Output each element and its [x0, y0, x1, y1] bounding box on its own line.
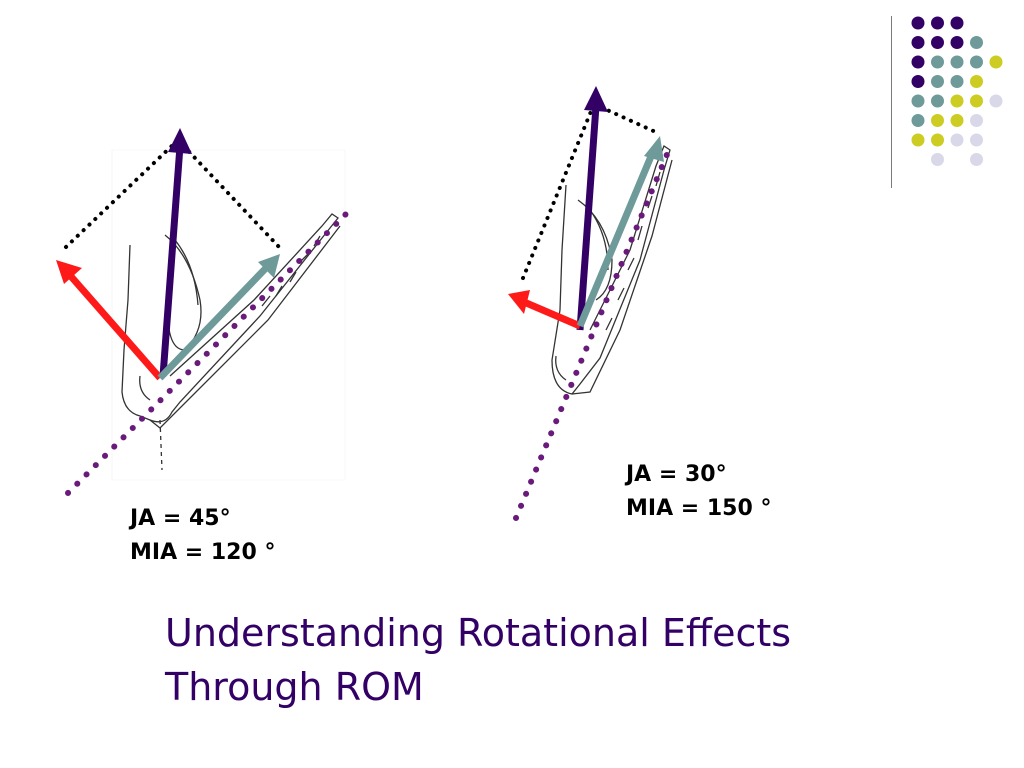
decoration-dot	[931, 94, 944, 108]
decoration-dot	[911, 94, 925, 108]
decoration-dot	[970, 133, 983, 147]
parallel-component-arrow	[644, 136, 664, 162]
construction-line-top-right	[176, 138, 282, 250]
decoration-dot	[970, 55, 983, 69]
decoration-dot	[931, 75, 944, 88]
rotary-component-arrow	[508, 290, 530, 314]
decoration-dot	[970, 114, 983, 127]
decoration-dot	[989, 94, 1003, 108]
arm-sketch-icon	[551, 145, 673, 395]
decoration-dot	[911, 75, 925, 88]
decoration-dot	[950, 133, 964, 147]
decoration-dot	[931, 153, 944, 166]
bone-axis-dotted-line	[513, 149, 671, 521]
decoration-dot	[950, 75, 964, 88]
diagram-left-labels: JA = 45° MIA = 120 °	[130, 502, 275, 570]
rotary-component-arrow	[56, 260, 82, 284]
decoration-dot	[970, 153, 983, 166]
decoration-dot	[931, 16, 944, 30]
decoration-dot	[950, 36, 964, 49]
title-line-2: Through ROM	[165, 665, 424, 709]
decoration-dot	[950, 55, 964, 69]
page-title: Understanding Rotational Effects Through…	[165, 606, 791, 714]
mia-label-left: MIA = 120 °	[130, 540, 276, 565]
decoration-dot	[911, 36, 925, 49]
decoration-dot	[950, 16, 964, 30]
decoration-dot	[911, 16, 925, 30]
decoration-dot	[989, 55, 1003, 69]
decoration-divider	[891, 16, 892, 188]
diagram-right-labels: JA = 30° MIA = 150 °	[626, 458, 771, 526]
decoration-dot	[911, 133, 925, 147]
title-line-1: Understanding Rotational Effects	[165, 611, 792, 655]
decoration-dot	[931, 36, 944, 49]
decoration-dot	[911, 55, 925, 69]
decoration-dot	[931, 133, 944, 147]
decoration-dot	[970, 94, 983, 108]
ja-label-right: JA = 30°	[626, 462, 727, 487]
construction-line-top-left	[64, 138, 180, 249]
decoration-dot	[950, 94, 964, 108]
decoration-dot	[911, 114, 925, 127]
decoration-dot	[970, 36, 983, 49]
bone-axis-dotted-line	[65, 209, 351, 496]
decoration-dot	[970, 75, 983, 88]
muscle-force-arrow	[584, 86, 608, 112]
decoration-dot	[931, 114, 944, 127]
muscle-force-arrow	[168, 128, 192, 154]
decoration-dot	[931, 55, 944, 69]
construction-line-top-left	[521, 102, 596, 280]
ja-label-left: JA = 45°	[130, 506, 231, 531]
mia-label-right: MIA = 150 °	[626, 496, 772, 521]
parallel-component-arrow	[258, 254, 280, 278]
decoration-dot	[950, 114, 964, 127]
